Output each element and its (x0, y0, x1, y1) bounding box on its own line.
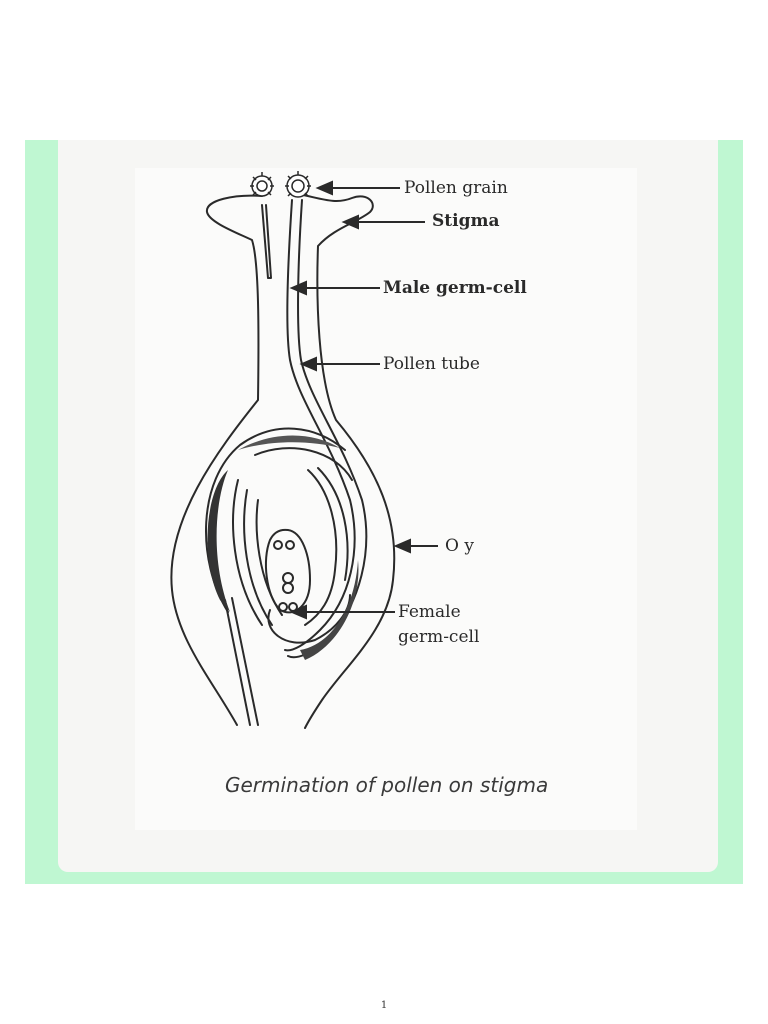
label-female-germ-cell-1: Female (398, 602, 461, 622)
embryo-sac (264, 528, 311, 614)
label-female-germ-cell-2: germ-cell (398, 627, 480, 647)
pollen-tube (284, 199, 356, 652)
pistil-outline-right (297, 193, 396, 729)
figure-caption: Germination of pollen on stigma (225, 773, 549, 797)
label-pollen-tube: Pollen tube (383, 354, 480, 374)
label-pollen-grain: Pollen grain (404, 178, 508, 198)
page-number: 1 (380, 1000, 388, 1011)
label-stigma: Stigma (432, 211, 500, 231)
pollen-grain-left (251, 175, 273, 197)
label-male-germ-cell: Male germ-cell (383, 278, 527, 298)
pistil-outline (170, 194, 263, 726)
label-ovary: O y (445, 536, 474, 556)
ovule-wall (205, 427, 346, 613)
